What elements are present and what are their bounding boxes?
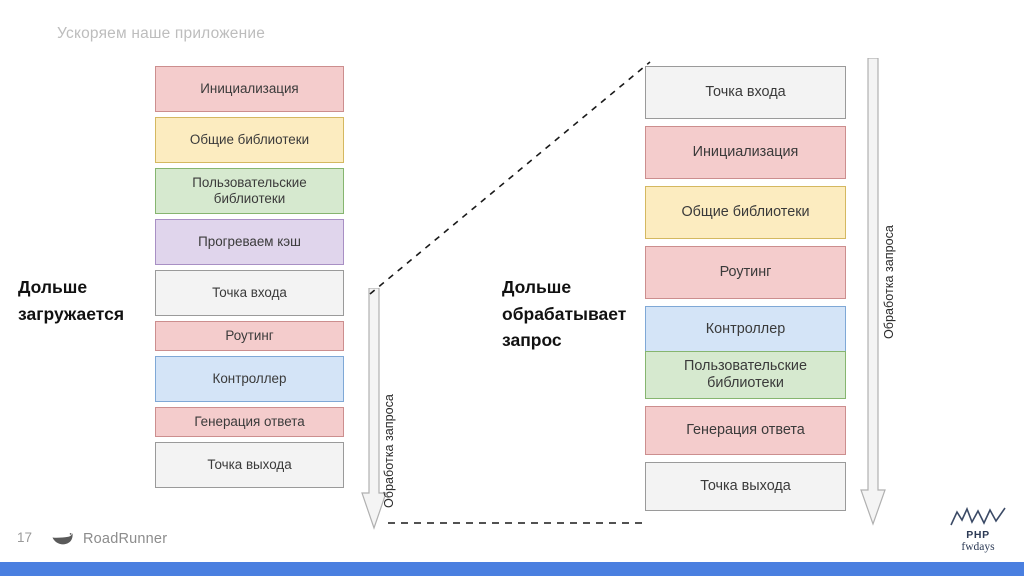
right-box-entry-point-label: Точка входа (705, 84, 786, 100)
left-caption-line-1: Дольше (18, 277, 88, 297)
left-box-routing[interactable]: Роутинг (155, 321, 344, 351)
right-box-user-libraries-label: Пользовательские библиотеки (684, 358, 807, 391)
left-caption-line-2: загружается (18, 303, 125, 324)
left-box-shared-libraries-label: Общие библиотеки (189, 132, 310, 148)
right-column-caption: Дольше обрабатывает запрос (502, 274, 642, 354)
right-request-processing-arrow (860, 58, 886, 526)
left-box-initialization-label: Инициализация (200, 81, 299, 97)
fwdays-word-text: fwdays (961, 541, 995, 554)
left-box-response-generation[interactable]: Генерация ответа (155, 407, 344, 437)
left-box-user-libraries[interactable]: Пользовательские библиотеки (155, 168, 344, 214)
right-caption-line-2: обрабатывает (502, 303, 627, 324)
slide-footer: 17 RoadRunner (0, 514, 1024, 576)
right-box-controller[interactable]: Контроллер (645, 306, 846, 352)
fwdays-php-text: PHP (966, 529, 990, 542)
right-caption-line-1: Дольше (502, 277, 572, 297)
right-arrow-label: Обработка запроса (882, 225, 896, 339)
fwdays-zigzag-icon (950, 507, 1006, 526)
slide-title: Ускоряем наше приложение (57, 25, 266, 42)
right-box-response-generation-label: Генерация ответа (686, 422, 805, 438)
right-box-shared-libraries-label: Общие библиотеки (681, 204, 810, 220)
right-box-shared-libraries[interactable]: Общие библиотеки (645, 186, 846, 239)
left-arrow-label: Обработка запроса (382, 394, 396, 508)
left-box-controller[interactable]: Контроллер (155, 356, 344, 402)
right-box-routing-label: Роутинг (719, 264, 772, 280)
right-box-exit-point[interactable]: Точка выхода (645, 462, 846, 511)
left-request-processing-arrow (361, 288, 387, 530)
left-box-entry-point[interactable]: Точка входа (155, 270, 344, 316)
right-box-user-libraries[interactable]: Пользовательские библиотеки (645, 351, 846, 399)
left-box-controller-label: Контроллер (212, 371, 287, 387)
right-box-exit-point-label: Точка выхода (700, 478, 791, 494)
left-pipeline-stack: Инициализация Общие библиотеки Пользоват… (155, 66, 344, 488)
page-number: 17 (17, 530, 33, 545)
right-box-initialization-label: Инициализация (692, 144, 799, 160)
php-fwdays-logo: PHP fwdays (946, 506, 1010, 554)
right-box-entry-point[interactable]: Точка входа (645, 66, 846, 119)
right-caption-line-3: запрос (502, 330, 562, 351)
left-box-cache-warmup-label: Прогреваем кэш (198, 234, 301, 250)
left-box-initialization[interactable]: Инициализация (155, 66, 344, 112)
diagonal-dashed-connector (366, 58, 654, 298)
right-box-controller-label: Контроллер (705, 320, 786, 337)
left-box-cache-warmup[interactable]: Прогреваем кэш (155, 219, 344, 265)
left-box-shared-libraries[interactable]: Общие библиотеки (155, 117, 344, 163)
left-box-exit-point-label: Точка выхода (207, 457, 292, 473)
right-box-response-generation[interactable]: Генерация ответа (645, 406, 846, 455)
bottom-dashed-connector (388, 518, 644, 528)
right-box-routing[interactable]: Роутинг (645, 246, 846, 299)
left-box-response-generation-label: Генерация ответа (194, 414, 305, 430)
left-box-routing-label: Роутинг (225, 328, 274, 344)
right-box-initialization[interactable]: Инициализация (645, 126, 846, 179)
left-box-user-libraries-label: Пользовательские библиотеки (192, 175, 307, 206)
left-column-caption: Дольше загружается (18, 274, 150, 327)
brand-name: RoadRunner (83, 531, 168, 547)
right-pipeline-stack: Точка входа Инициализация Общие библиоте… (645, 66, 846, 511)
bottom-accent-bar (0, 562, 1024, 576)
left-box-entry-point-label: Точка входа (212, 285, 287, 301)
left-box-exit-point[interactable]: Точка выхода (155, 442, 344, 488)
roadrunner-bird-icon (50, 530, 76, 548)
